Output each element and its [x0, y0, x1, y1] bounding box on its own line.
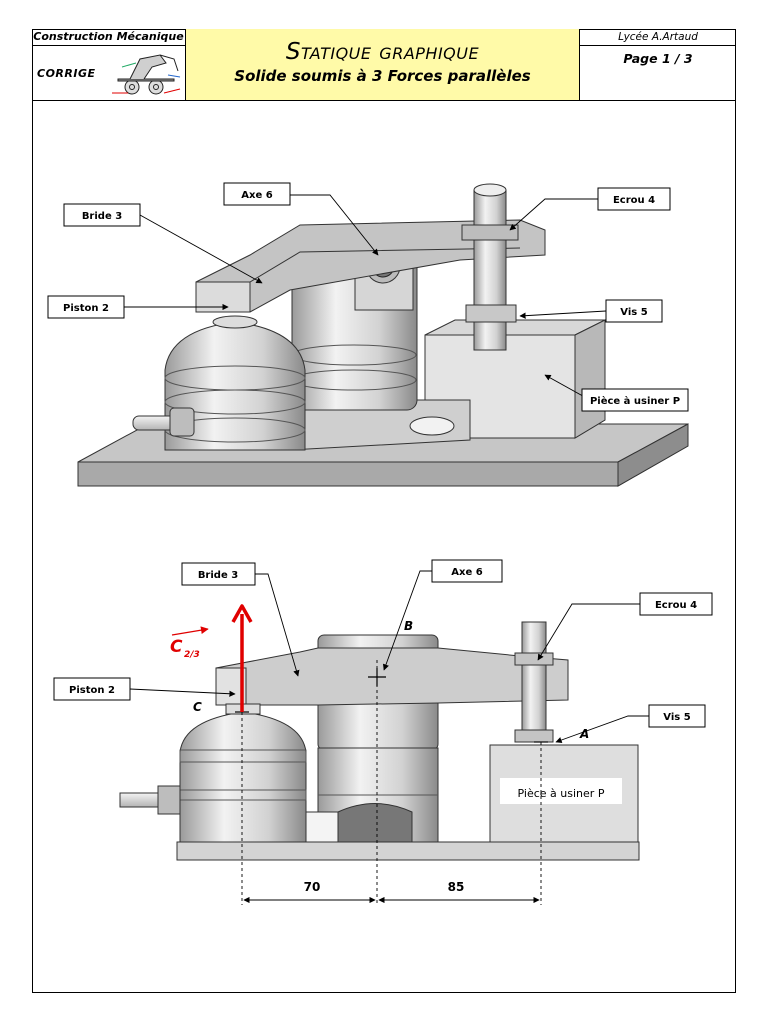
title-block: Construction Mécanique Corrige Statique … [32, 29, 736, 101]
mechanism-logo-icon [112, 54, 181, 95]
fig2-label-vis: Vis 5 [648, 704, 706, 728]
svg-text:Ecrou 4: Ecrou 4 [613, 195, 655, 206]
title-block-right: Lycée A.Artaud Page 1 / 3 [580, 29, 736, 100]
force-subscript: 2/3 [184, 650, 200, 660]
svg-text:Bride 3: Bride 3 [198, 570, 238, 581]
page-number: Page 1 / 3 [623, 51, 693, 66]
fig1-label-piston: Piston 2 [47, 295, 125, 319]
fig2-label-bride: Bride 3 [181, 562, 256, 586]
force-arrow [231, 604, 253, 712]
title-block-center: Statique graphique Solide soumis à 3 For… [186, 29, 580, 100]
point-c: C [193, 700, 202, 714]
fig2-label-piston: Piston 2 [53, 677, 131, 701]
version-label: Corrige [37, 67, 96, 80]
point-a: A [579, 727, 589, 741]
svg-text:Ecrou 4: Ecrou 4 [655, 600, 697, 611]
svg-text:Piston 2: Piston 2 [69, 685, 115, 696]
document-title: Statique graphique [285, 39, 480, 65]
force-symbol: C [170, 637, 183, 657]
fig1-label-ecrou: Ecrou 4 [597, 187, 671, 211]
svg-text:Piston 2: Piston 2 [63, 303, 109, 314]
fig1-label-bride: Bride 3 [63, 203, 141, 227]
svg-text:Pièce à usiner P: Pièce à usiner P [590, 395, 680, 407]
isometric-view [77, 183, 689, 487]
svg-text:Axe 6: Axe 6 [241, 190, 272, 201]
fig1-label-axe: Axe 6 [223, 182, 291, 206]
course-name: Construction Mécanique [32, 29, 185, 46]
fig1-label-vis: Vis 5 [605, 299, 663, 323]
svg-text:Bride 3: Bride 3 [82, 211, 122, 222]
dimension-70: 70 [304, 880, 321, 894]
vector-arrow-icon [171, 626, 209, 636]
action-lines [241, 660, 542, 905]
fig1-label-piece: Pièce à usiner P [581, 388, 689, 412]
svg-text:Axe 6: Axe 6 [451, 567, 482, 578]
school-name: Lycée A.Artaud [580, 29, 736, 46]
point-b: B [404, 619, 413, 633]
svg-text:Vis 5: Vis 5 [620, 307, 647, 318]
fig2-label-ecrou: Ecrou 4 [639, 592, 713, 616]
svg-text:Vis 5: Vis 5 [663, 712, 690, 723]
dimension-85: 85 [448, 880, 465, 894]
front-view [119, 621, 640, 861]
document-subtitle: Solide soumis à 3 Forces parallèles [234, 67, 531, 85]
fig2-label-piece: Pièce à usiner P [518, 787, 605, 800]
fig2-label-axe: Axe 6 [431, 559, 503, 583]
title-block-left: Construction Mécanique Corrige [32, 29, 186, 100]
